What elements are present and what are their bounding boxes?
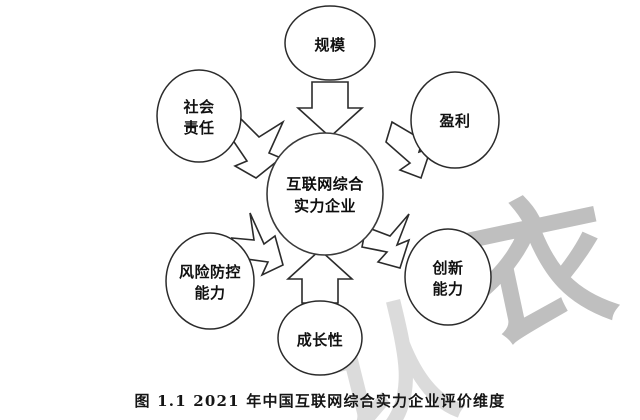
social-responsibility-ellipse [156, 69, 242, 163]
center-label-line2: 实力企业 [294, 197, 356, 215]
figure-caption: 图 1.1 2021 年中国互联网综合实力企业评价维度 [134, 392, 506, 410]
scale-label: 规模 [314, 36, 346, 54]
node-risk-control[interactable]: 风险防控 能力 [165, 232, 255, 330]
growth-label: 成长性 [297, 331, 344, 349]
arrow-down-top [295, 81, 365, 139]
innovation-label-line2: 能力 [432, 280, 463, 298]
arrow-diagonal-bottom-left [230, 212, 284, 277]
arrow-up-bottom [285, 248, 355, 304]
arrow-diagonal-bottom-right [361, 213, 411, 269]
center-label-line1: 互联网综合 [286, 175, 364, 193]
arrow-diagonal-top-left [229, 116, 285, 179]
innovation-ellipse [404, 228, 492, 326]
node-social-responsibility[interactable]: 社会 责任 [156, 69, 242, 163]
innovation-label-line1: 创新 [431, 259, 463, 277]
social-responsibility-label-line1: 社会 [182, 98, 214, 116]
risk-control-label-line2: 能力 [194, 284, 225, 302]
social-responsibility-label-line2: 责任 [183, 119, 214, 137]
risk-control-ellipse [165, 232, 255, 330]
node-scale[interactable]: 规模 [284, 5, 376, 81]
profit-ellipse [410, 71, 500, 169]
risk-control-label-line1: 风险防控 [179, 263, 241, 281]
node-growth[interactable]: 成长性 [277, 300, 363, 376]
center-ellipse [266, 132, 384, 256]
growth-ellipse [277, 300, 363, 376]
node-profit[interactable]: 盈利 [410, 71, 500, 169]
node-innovation[interactable]: 创新 能力 [404, 228, 492, 326]
scale-ellipse [284, 5, 376, 81]
arrow-layer [229, 81, 433, 304]
node-center[interactable]: 互联网综合 实力企业 [266, 132, 384, 256]
profit-label: 盈利 [438, 112, 470, 130]
